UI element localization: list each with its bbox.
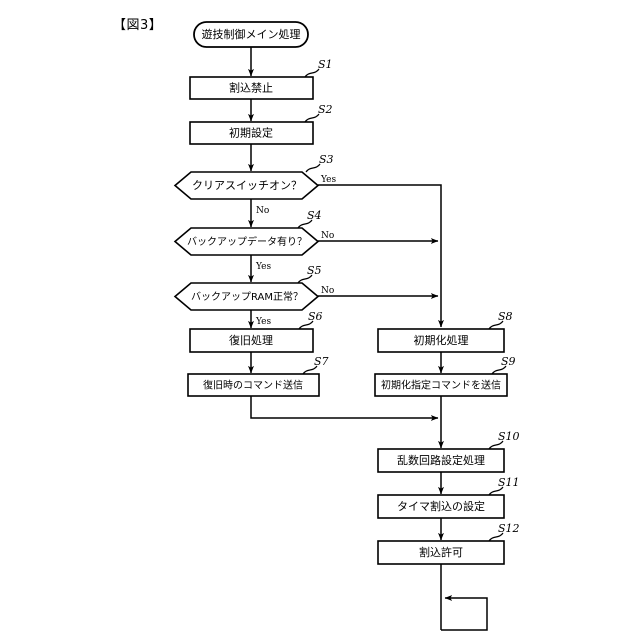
node-start-shape bbox=[193, 21, 309, 48]
node-s9-label: 初期化指定コマンドを送信 bbox=[381, 379, 501, 392]
branch-label-s3-no: No bbox=[256, 206, 269, 216]
node-s12-shape bbox=[377, 540, 505, 565]
leader-s6 bbox=[298, 320, 314, 330]
node-s8[interactable]: 初期化処理 bbox=[377, 328, 505, 353]
node-s10-shape bbox=[377, 448, 505, 473]
node-s6[interactable]: 復旧処理 bbox=[189, 328, 314, 353]
step-label-s3: S3 bbox=[319, 153, 334, 166]
branch-label-s5-yes: Yes bbox=[255, 317, 271, 327]
node-s10-label: 乱数回路設定処理 bbox=[397, 453, 485, 467]
node-s9-shape bbox=[374, 373, 508, 397]
leader-s7 bbox=[302, 365, 318, 375]
edge-s7-to-rail bbox=[250, 396, 439, 421]
leader-s3 bbox=[305, 163, 321, 173]
step-label-s6: S6 bbox=[308, 310, 323, 323]
figure-number-label: 【図3】 bbox=[113, 18, 163, 33]
node-s2-label: 初期設定 bbox=[229, 126, 273, 140]
leader-s1 bbox=[304, 68, 320, 78]
branch-label-s5-no: No bbox=[321, 286, 334, 296]
node-start[interactable]: 遊技制御メイン処理 bbox=[193, 21, 309, 48]
node-s9[interactable]: 初期化指定コマンドを送信 bbox=[374, 373, 508, 397]
leader-s8 bbox=[488, 320, 504, 330]
step-label-s7: S7 bbox=[314, 355, 329, 368]
node-start-label: 遊技制御メイン処理 bbox=[202, 27, 301, 41]
node-s11-label: タイマ割込の設定 bbox=[397, 499, 485, 513]
node-s1[interactable]: 割込禁止 bbox=[189, 76, 314, 100]
step-label-s12: S12 bbox=[498, 522, 520, 535]
branch-label-s4-no: No bbox=[321, 231, 334, 241]
node-s11-shape bbox=[377, 494, 505, 519]
node-s6-label: 復旧処理 bbox=[229, 334, 273, 347]
node-s7-shape bbox=[187, 373, 320, 397]
branch-label-s4-yes: Yes bbox=[255, 262, 271, 272]
leader-s4 bbox=[297, 219, 313, 229]
node-s1-label: 割込禁止 bbox=[229, 81, 273, 95]
step-label-s8: S8 bbox=[498, 310, 513, 323]
leader-s12 bbox=[488, 532, 504, 542]
step-label-s2: S2 bbox=[318, 103, 333, 116]
leader-s9 bbox=[491, 365, 507, 375]
node-s8-shape bbox=[377, 328, 505, 353]
node-s6-shape bbox=[189, 328, 314, 353]
node-s4-label: バックアップデータ有り？ bbox=[187, 235, 307, 248]
node-s5-label: バックアップRAM正常？ bbox=[191, 290, 303, 303]
leader-s2 bbox=[304, 113, 320, 123]
branch-label-s3-yes: Yes bbox=[320, 175, 336, 185]
node-s12-label: 割込許可 bbox=[419, 545, 463, 559]
step-label-s10: S10 bbox=[498, 430, 520, 443]
node-s11[interactable]: タイマ割込の設定 bbox=[377, 494, 505, 519]
node-s3-shape bbox=[173, 171, 320, 200]
node-s12[interactable]: 割込許可 bbox=[377, 540, 505, 565]
step-label-s1: S1 bbox=[318, 58, 333, 71]
step-label-s4: S4 bbox=[307, 209, 322, 222]
step-label-s5: S5 bbox=[307, 264, 322, 277]
node-s1-shape bbox=[189, 76, 314, 100]
edge-s3-yes-to-rail bbox=[318, 184, 445, 328]
node-s4[interactable]: バックアップデータ有り？ bbox=[173, 227, 320, 256]
step-label-s9: S9 bbox=[501, 355, 516, 368]
node-s10[interactable]: 乱数回路設定処理 bbox=[377, 448, 505, 473]
node-s2[interactable]: 初期設定 bbox=[189, 121, 314, 145]
node-s7[interactable]: 復旧時のコマンド送信 bbox=[187, 373, 320, 397]
leader-s10 bbox=[488, 440, 504, 450]
leader-s11 bbox=[488, 486, 504, 496]
step-label-s11: S11 bbox=[498, 476, 520, 489]
node-s5[interactable]: バックアップRAM正常？ bbox=[173, 282, 320, 311]
node-s4-shape bbox=[173, 227, 320, 256]
node-s3-label: クリアスイッチオン？ bbox=[192, 179, 302, 192]
node-s8-label: 初期化処理 bbox=[414, 333, 469, 347]
node-s2-shape bbox=[189, 121, 314, 145]
node-s3[interactable]: クリアスイッチオン？ bbox=[173, 171, 320, 200]
edge-infinite-loop bbox=[441, 595, 488, 631]
leader-s5 bbox=[297, 274, 313, 284]
node-s5-shape bbox=[173, 282, 320, 311]
node-s7-label: 復旧時のコマンド送信 bbox=[203, 379, 303, 392]
